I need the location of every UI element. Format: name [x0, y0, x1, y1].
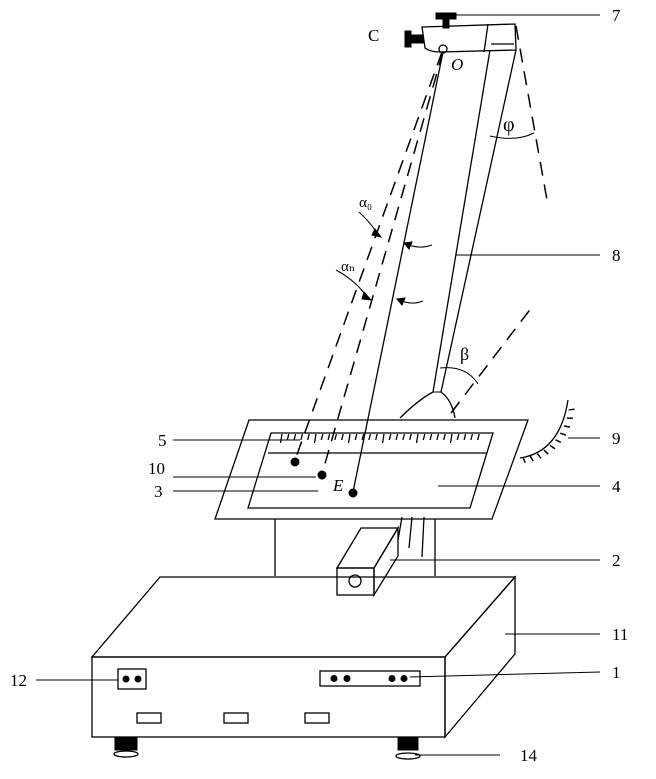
- label-7: 7: [612, 6, 621, 25]
- label-phi: φ: [503, 114, 515, 136]
- protractor-tick: [563, 425, 571, 428]
- protractor-tick: [536, 453, 542, 459]
- ruler-tick: [388, 433, 392, 441]
- ruler-tick: [402, 433, 406, 441]
- top-clamp: [404, 12, 517, 54]
- ruler-tick: [436, 433, 440, 441]
- ruler-tick: [347, 433, 351, 444]
- protractor-tick: [543, 449, 549, 455]
- ruler-tick: [409, 433, 412, 441]
- ruler-tick: [327, 433, 331, 441]
- pendulum: [290, 51, 444, 498]
- ruler-tick: [415, 433, 419, 444]
- ruler-tick: [449, 433, 453, 444]
- label-10: 10: [148, 459, 165, 478]
- label-beta: β: [460, 344, 469, 364]
- protractor-tick: [559, 432, 567, 436]
- column: [399, 43, 517, 419]
- label-11: 11: [612, 625, 628, 644]
- ruler-tick: [456, 433, 460, 441]
- ruler-tick: [307, 433, 310, 441]
- ruler-tick: [286, 433, 290, 441]
- scale-plate: [214, 419, 529, 520]
- label-14: 14: [520, 746, 538, 765]
- label-9: 9: [612, 429, 621, 448]
- label-5: 5: [158, 431, 167, 450]
- label-3: 3: [154, 482, 163, 501]
- column-displaced: [515, 25, 548, 201]
- ruler-tick: [422, 433, 426, 441]
- label-4: 4: [612, 477, 621, 496]
- leader-lines: [36, 14, 601, 756]
- ruler-tick: [279, 433, 283, 444]
- sensor-box: [335, 525, 400, 598]
- label-E: E: [332, 476, 344, 495]
- protractor-tick: [568, 408, 575, 411]
- ruler-tick: [341, 433, 344, 441]
- leveling-feet: [113, 737, 421, 760]
- base-box: [90, 575, 517, 739]
- ruler-tick: [354, 433, 358, 441]
- ruler-tick: [429, 433, 433, 441]
- label-1: 1: [612, 663, 621, 682]
- label-alpha0: α₀: [359, 195, 372, 211]
- ruler-tick: [293, 433, 297, 441]
- beta-arc: [439, 367, 479, 385]
- label-8: 8: [612, 246, 621, 265]
- ruler-tick: [463, 433, 467, 441]
- label-2: 2: [612, 551, 621, 570]
- ruler-tick: [368, 433, 372, 441]
- ruler-tick: [361, 433, 365, 441]
- ruler-ticks: [279, 433, 480, 444]
- label-12: 12: [10, 671, 27, 690]
- ruler-tick: [313, 433, 317, 444]
- ruler-tick: [381, 433, 385, 444]
- protractor-tick: [529, 455, 534, 462]
- ruler-tick: [300, 433, 304, 441]
- ruler-tick: [470, 433, 474, 441]
- label-C: C: [368, 26, 379, 45]
- protractor-tick: [522, 456, 526, 463]
- ruler-tick: [477, 433, 480, 441]
- protractor-tick: [555, 439, 562, 444]
- ruler-tick: [334, 433, 338, 441]
- ruler-tick: [320, 433, 324, 441]
- ruler-tick: [375, 433, 378, 441]
- protractor-tick: [549, 444, 556, 450]
- label-alphan: αₙ: [341, 259, 355, 275]
- ruler-tick: [443, 433, 446, 441]
- ruler-tick: [395, 433, 399, 441]
- protractor: [519, 399, 575, 463]
- phi-arc: [489, 132, 535, 139]
- label-O: O: [451, 55, 463, 74]
